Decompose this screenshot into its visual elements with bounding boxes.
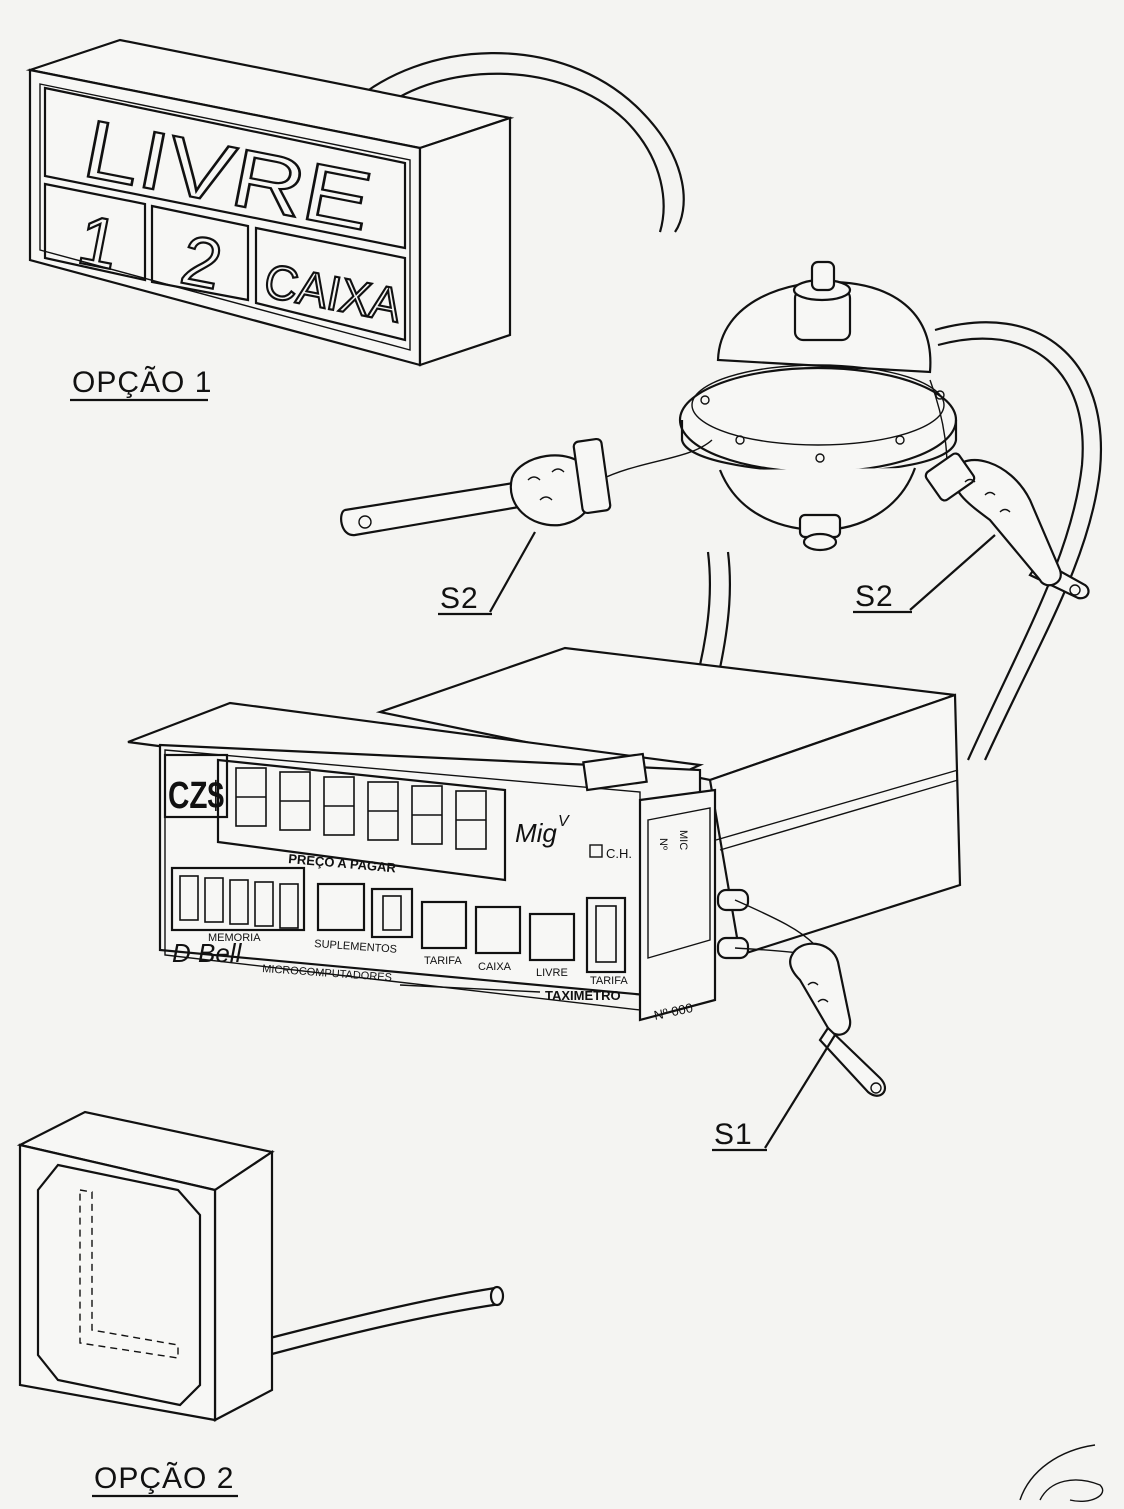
livre-lamp: L bbox=[16, 1110, 505, 1422]
seal-wire-left bbox=[599, 439, 713, 481]
side-label-no: Nº bbox=[657, 838, 669, 850]
livre-button[interactable] bbox=[528, 912, 576, 962]
side-label-mic: MIC bbox=[677, 830, 689, 850]
seal-s1-label: S1 bbox=[714, 1118, 753, 1151]
supplements-label: SUPLEMENTOS bbox=[314, 938, 398, 956]
model-sup: V bbox=[558, 813, 570, 830]
option-2-label: OPÇÃO 2 bbox=[94, 1461, 234, 1495]
brand-script: D Bell bbox=[172, 938, 243, 968]
ch-indicator bbox=[589, 844, 603, 858]
caixa-label: CAIXA bbox=[478, 961, 512, 973]
tarifa-label-2: TARIFA bbox=[590, 975, 628, 987]
ch-label: C.H. bbox=[606, 846, 632, 861]
seal-s2-right-label: S2 bbox=[855, 580, 894, 613]
pulse-sender bbox=[678, 260, 1103, 761]
option-1-label: OPÇÃO 1 bbox=[72, 365, 212, 399]
supplement-digit bbox=[370, 887, 414, 939]
roof-sign: LIVRE 1 2 CAIXA bbox=[25, 38, 685, 367]
memory-display-digits bbox=[179, 875, 299, 929]
price-display-digits bbox=[235, 767, 487, 850]
currency-label: CZ$ bbox=[168, 775, 224, 817]
taximeter: MIC Nº CZ$ PREÇO A PAGAR Mig V C.H. bbox=[127, 646, 962, 1023]
seal-s2-left bbox=[340, 437, 612, 537]
supplements-button[interactable] bbox=[316, 882, 366, 932]
livre-label: LIVRE bbox=[536, 967, 568, 979]
s2-right-leader bbox=[909, 534, 996, 611]
product-name: TAXIMETRO bbox=[545, 988, 621, 1003]
tarifa-button[interactable] bbox=[420, 900, 468, 950]
tarifa-digit bbox=[585, 896, 627, 974]
s2-left-leader bbox=[489, 531, 536, 613]
hood-seal-sticker bbox=[582, 752, 648, 792]
signature-scribble bbox=[1019, 1444, 1104, 1502]
lamp-dashed-l bbox=[79, 1189, 179, 1359]
tarifa-label-1: TARIFA bbox=[424, 955, 462, 967]
seal-s1 bbox=[716, 888, 886, 1097]
caixa-button[interactable] bbox=[474, 905, 522, 955]
seal-s2-right bbox=[924, 452, 1090, 600]
s1-leader bbox=[764, 1034, 836, 1149]
model-mark: Mig bbox=[515, 818, 557, 848]
memory-label: MEMORIA bbox=[208, 932, 261, 944]
seal-s2-left-label: S2 bbox=[440, 582, 479, 615]
